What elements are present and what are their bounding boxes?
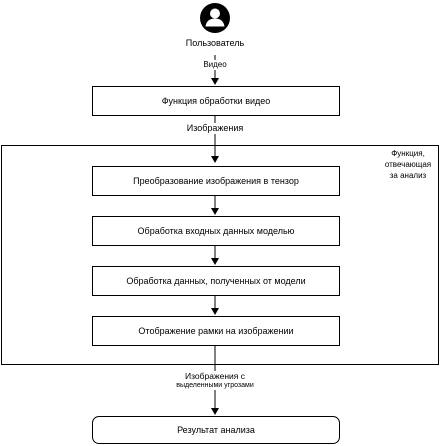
model-input-step: Обработка входных данных моделью — [92, 216, 340, 246]
edge-label-images: Изображения — [185, 123, 245, 134]
model-output-step: Обработка данных, полученных от модели — [92, 266, 340, 296]
group-label-line-2: отвечающая — [384, 160, 432, 169]
group-label-line-3: за анализ — [389, 171, 427, 180]
video-processing-step: Функция обработки видео — [92, 86, 340, 116]
analysis-function-group — [1, 145, 439, 365]
to-tensor-step: Преобразование изображения в тензор — [92, 166, 340, 196]
result-step: Результат анализа — [92, 416, 340, 444]
group-label: Функция, отвечающая за анализ — [385, 148, 431, 181]
draw-box-step: Отображение рамки на изображении — [92, 316, 340, 346]
edge-label-threat-images: Изображения с выделенными угрозами — [175, 371, 255, 390]
user-icon — [200, 3, 230, 33]
edge-label-threat-images-line-2: выделенными угрозами — [176, 382, 254, 389]
user-label: Пользователь — [185, 38, 245, 48]
edge-label-video: Видео — [202, 60, 228, 70]
group-label-line-1: Функция, — [391, 149, 425, 158]
edge-label-threat-images-line-1: Изображения с — [184, 371, 246, 381]
